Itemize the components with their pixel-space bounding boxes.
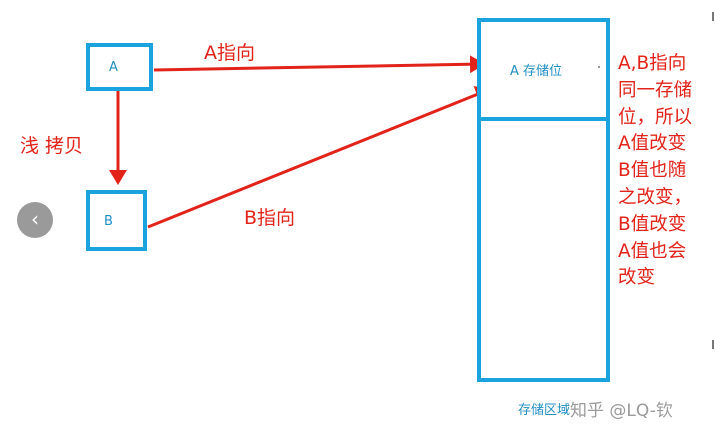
back-button[interactable]: ‹ (17, 202, 53, 238)
storage-region-label: 存储区域 (518, 403, 571, 418)
storage-slot-tick (598, 66, 600, 68)
node-a-label: A (109, 60, 118, 75)
edge-label-shallow-copy: 浅 拷贝 (20, 135, 84, 157)
chevron-left-icon: ‹ (31, 207, 39, 231)
note-line: 位，所以 (618, 106, 693, 128)
arrow-a-to-storage (153, 55, 485, 74)
watermark: 知乎 @LQ-钦 (570, 401, 673, 421)
note-line: B值也随 (618, 160, 687, 182)
storage-region-box (477, 18, 610, 382)
edge-marker (712, 340, 714, 349)
note-line: B值改变 (618, 213, 687, 235)
storage-slot-label: A 存储位 (510, 64, 563, 79)
note-line: A值改变 (618, 133, 687, 155)
note-line: A,B指向 (618, 53, 687, 74)
node-a-box (86, 43, 153, 91)
explanation-note: A,B指向 同一存储 位，所以 A值改变 B值也随 之改变， B值改变 A值也会… (618, 51, 714, 292)
edge-label-a-pointer: A指向 (204, 42, 255, 64)
note-line: 同一存储 (618, 79, 693, 101)
edge-label-b-pointer: B指向 (244, 207, 296, 229)
note-line: 改变 (618, 267, 656, 289)
storage-slot-divider (477, 117, 610, 121)
arrow-b-to-storage (147, 86, 491, 229)
edge-marker (712, 12, 714, 21)
note-line: A值也会 (618, 240, 687, 262)
node-b-box (86, 190, 147, 251)
node-b-label: B (104, 214, 113, 229)
note-line: 之改变， (618, 186, 693, 208)
